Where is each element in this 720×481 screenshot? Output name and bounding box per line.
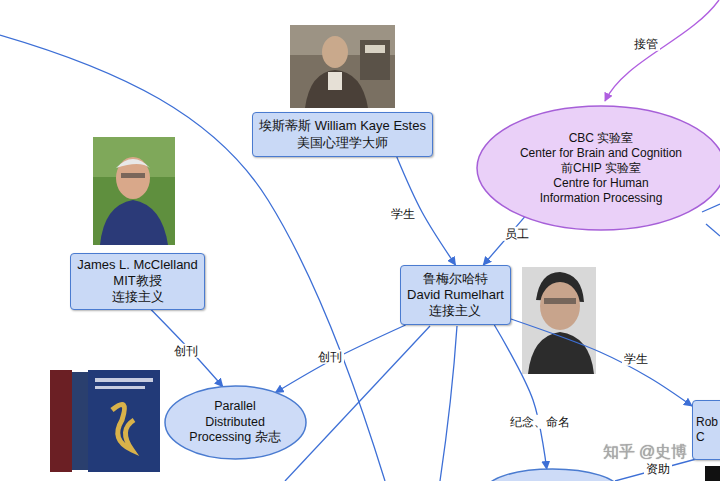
edge-label: 纪念、命名 — [508, 415, 572, 429]
portrait-photo — [522, 267, 596, 374]
node-content: CBC 实验室Center for Brain and Cognition前CH… — [520, 131, 682, 206]
node-text: 连接主义 — [429, 303, 481, 319]
topic-ellipse — [485, 468, 620, 481]
person-box: RobC — [692, 400, 720, 460]
ellipse-outline — [477, 106, 720, 230]
person-box: James L. McClellandMIT教授连接主义 — [70, 253, 205, 310]
edge-label: 员工 — [503, 227, 531, 241]
node-text: David Rumelhart — [407, 287, 504, 303]
person-box: 埃斯蒂斯 William Kaye Estes美国心理学大师 — [252, 112, 433, 157]
node-text: Parallel Distributed Processing 杂志 — [189, 399, 281, 446]
edge-label: 学生 — [389, 207, 417, 221]
edge-label: 学生 — [622, 352, 650, 366]
node-content: 鲁梅尔哈特David Rumelhart连接主义 — [407, 271, 504, 320]
relation-connector — [151, 310, 223, 387]
portrait-photo — [93, 137, 175, 245]
node-text: 鲁梅尔哈特 — [423, 271, 488, 287]
offpage-connector — [615, 458, 700, 481]
ellipse-outline — [485, 468, 620, 481]
offpage-connector — [440, 326, 457, 481]
node-text: 美国心理学大师 — [297, 135, 388, 151]
ellipse-outline — [486, 469, 619, 481]
relation-connector — [275, 325, 405, 393]
lab-ellipse: CBC 实验室Center for Brain and Cognition前CH… — [476, 105, 720, 231]
person-box: 鲁梅尔哈特David Rumelhart连接主义 — [400, 265, 511, 325]
node-content: 埃斯蒂斯 William Kaye Estes美国心理学大师 — [259, 118, 426, 151]
node-text: 埃斯蒂斯 William Kaye Estes — [259, 118, 426, 134]
offpage-connector — [702, 204, 720, 212]
offpage-connector — [706, 224, 720, 236]
relation-connector — [511, 319, 692, 406]
node-content: James L. McClellandMIT教授连接主义 — [77, 257, 198, 306]
node-text: MIT教授 — [113, 273, 161, 289]
ellipse-outline — [165, 386, 306, 459]
node-text: C — [696, 430, 705, 445]
node-text: CBC 实验室 — [569, 131, 634, 146]
edge-label: 接管 — [632, 37, 660, 51]
node-text: 前CHIP 实验室 — [561, 161, 641, 176]
node-text: James L. McClelland — [77, 257, 198, 273]
node-text: Center for Brain and Cognition — [520, 146, 682, 161]
edge-label: 创刊 — [316, 350, 344, 364]
portrait-photo — [290, 25, 395, 108]
node-text: 连接主义 — [112, 289, 164, 305]
node-text: Rob — [696, 415, 718, 430]
edge-label: 创刊 — [172, 344, 200, 358]
journal-ellipse: Parallel Distributed Processing 杂志 — [164, 385, 307, 460]
relation-connector — [494, 325, 546, 469]
offpage-connector — [285, 326, 430, 481]
node-text: Centre for Human Information Processing — [537, 176, 665, 206]
offpage-connector — [0, 35, 385, 481]
offpage-connector — [605, 0, 719, 101]
watermark: 知乎 @史博 — [601, 442, 690, 461]
node-content: RobC — [696, 415, 718, 445]
book-covers — [50, 370, 160, 472]
offpage-image — [705, 466, 720, 481]
edge-label: 资助 — [644, 462, 672, 476]
node-content: Parallel Distributed Processing 杂志 — [189, 399, 281, 446]
